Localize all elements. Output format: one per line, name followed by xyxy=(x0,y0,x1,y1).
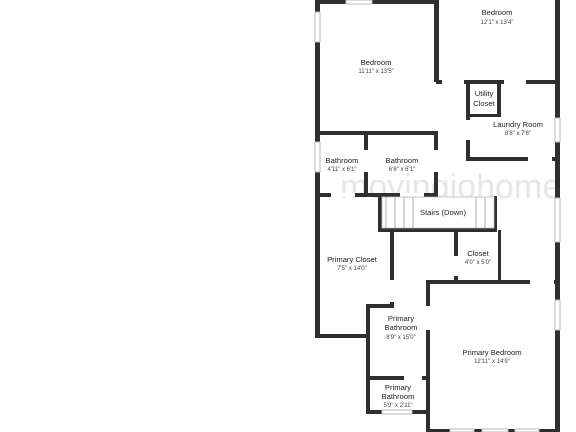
room-label-primary-bathroom: Primary Bathroom 8'9" x 15'0" xyxy=(385,314,418,341)
room-label-bedroom-top-right: Bedroom 12'1" x 13'4" xyxy=(481,8,514,26)
svg-text:12'11" x 14'9": 12'11" x 14'9" xyxy=(474,359,510,365)
svg-text:Primary: Primary xyxy=(388,314,414,323)
svg-text:Primary Closet: Primary Closet xyxy=(327,255,378,264)
room-label-bathroom-mid: Bathroom 6'8" x 6'1" xyxy=(386,156,419,173)
svg-text:Bathroom: Bathroom xyxy=(385,323,418,332)
room-label-bedroom-left: Bedroom 11'11" x 13'5" xyxy=(358,58,393,75)
svg-text:Bathroom: Bathroom xyxy=(326,156,359,165)
svg-text:Closet: Closet xyxy=(467,249,489,258)
svg-text:Utility: Utility xyxy=(475,89,494,98)
svg-text:8'8" x 7'6": 8'8" x 7'6" xyxy=(505,131,531,137)
room-label-primary-bedroom: Primary Bedroom 12'11" x 14'9" xyxy=(462,348,521,365)
room-label-primary-closet: Primary Closet 7'5" x 14'0" xyxy=(327,255,378,272)
svg-text:Stairs (Down): Stairs (Down) xyxy=(420,208,466,217)
svg-text:Bathroom: Bathroom xyxy=(382,392,415,401)
svg-text:Laundry Room: Laundry Room xyxy=(493,120,543,129)
windows xyxy=(314,0,561,432)
svg-text:8'9" x 15'0": 8'9" x 15'0" xyxy=(386,335,416,341)
svg-text:Bedroom: Bedroom xyxy=(361,58,392,67)
room-label-laundry-room: Laundry Room 8'8" x 7'6" xyxy=(493,120,543,137)
room-label-closet: Closet 4'0" x 5'0" xyxy=(465,249,491,266)
room-label-primary-bathroom-small: Primary Bathroom 5'9" x 2'11" xyxy=(382,383,415,409)
room-label-utility-closet: Utility Closet xyxy=(473,89,495,108)
svg-text:Primary: Primary xyxy=(385,383,411,392)
svg-text:11'11" x 13'5": 11'11" x 13'5" xyxy=(358,69,393,75)
door-openings xyxy=(331,80,554,380)
svg-text:7'5" x 14'0": 7'5" x 14'0" xyxy=(337,266,367,272)
room-label-bathroom-left: Bathroom 4'11" x 6'1" xyxy=(326,156,359,173)
svg-text:4'0" x 5'0": 4'0" x 5'0" xyxy=(465,260,491,266)
stair-treads xyxy=(381,196,495,229)
svg-text:Bathroom: Bathroom xyxy=(386,156,419,165)
room-label-stairs: Stairs (Down) xyxy=(414,206,474,219)
svg-text:5'9" x 2'11": 5'9" x 2'11" xyxy=(383,403,412,409)
svg-text:Bedroom: Bedroom xyxy=(482,8,513,17)
svg-text:12'1" x 13'4": 12'1" x 13'4" xyxy=(481,20,514,26)
svg-text:Closet: Closet xyxy=(473,99,495,108)
svg-text:4'11" x 6'1": 4'11" x 6'1" xyxy=(327,167,356,173)
svg-text:Primary Bedroom: Primary Bedroom xyxy=(462,348,521,357)
svg-text:6'8" x 6'1": 6'8" x 6'1" xyxy=(389,167,415,173)
